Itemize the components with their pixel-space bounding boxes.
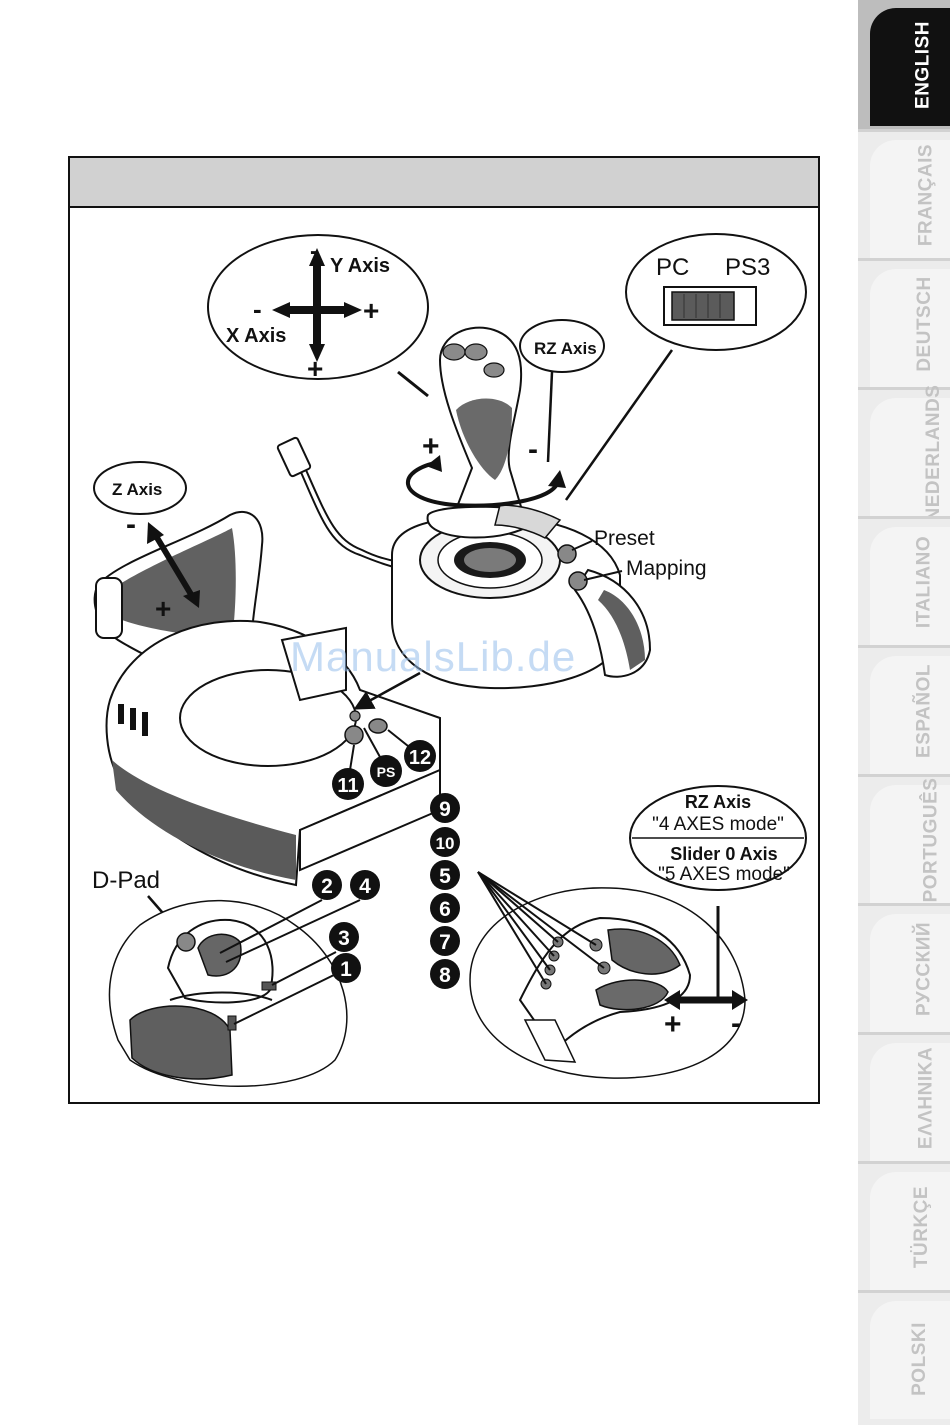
rotation-plus: + [422,430,440,463]
mode-ps3-label: PS3 [725,254,770,281]
side-button-badges: 9 10 5 6 7 8 [430,793,460,989]
badge-7: 7 [439,931,451,954]
preset-button[interactable] [558,545,576,563]
badge-10: 10 [436,834,455,853]
throttle-unit [95,512,440,885]
watermark: ManualsLib.de [290,633,670,681]
z-axis-minus: - [126,508,136,541]
y-axis-minus: - [310,238,318,265]
x-axis-plus: + [363,295,379,326]
x-axis-label: X Axis [226,325,286,347]
z-axis-callout: Z Axis [94,462,186,514]
dpad-hat[interactable] [177,933,195,951]
y-axis-plus: + [307,353,323,384]
badge-1: 1 [340,958,352,981]
y-axis-label: Y Axis [330,255,390,277]
z-axis-label: Z Axis [112,480,162,499]
badge-2: 2 [321,875,333,898]
dpad-label: D-Pad [92,867,160,894]
usb-cable [277,437,400,568]
badge-3: 3 [338,927,350,950]
rocker-rz-mode: "4 AXES mode" [652,814,784,835]
preset-label: Preset [594,527,655,550]
xy-axis-callout: - Y Axis - + X Axis + [208,235,428,396]
x-axis-minus: - [253,294,262,324]
rotation-minus: - [528,433,538,466]
badge-6: 6 [439,898,451,921]
mode-switch-knob[interactable] [672,292,734,320]
mapping-button[interactable] [569,572,587,590]
badge-12: 12 [409,747,431,769]
rz-axis-label: RZ Axis [534,339,597,358]
dpad-detail: D-Pad [92,867,360,1086]
rocker-slider-title: Slider 0 Axis [670,844,777,864]
mapping-label: Mapping [626,557,707,580]
rocker-plus: + [664,1008,682,1041]
badge-9: 9 [439,798,451,821]
rocker-slider-mode: "5 AXES mode" [658,864,790,885]
side-detail [470,872,745,1078]
button-12[interactable] [369,719,387,733]
badge-ps: PS [377,764,396,780]
rocker-rz-title: RZ Axis [685,792,751,812]
z-axis-plus: + [155,593,171,624]
badge-8: 8 [439,964,451,987]
mode-pc-label: PC [656,254,689,281]
ps-button[interactable] [350,711,360,721]
badge-5: 5 [439,865,451,888]
button-11[interactable] [345,726,363,744]
badge-4: 4 [359,875,371,898]
rocker-minus: - [731,1007,741,1040]
badge-11: 11 [337,775,358,797]
mode-switch-callout: PC PS3 [566,234,806,500]
